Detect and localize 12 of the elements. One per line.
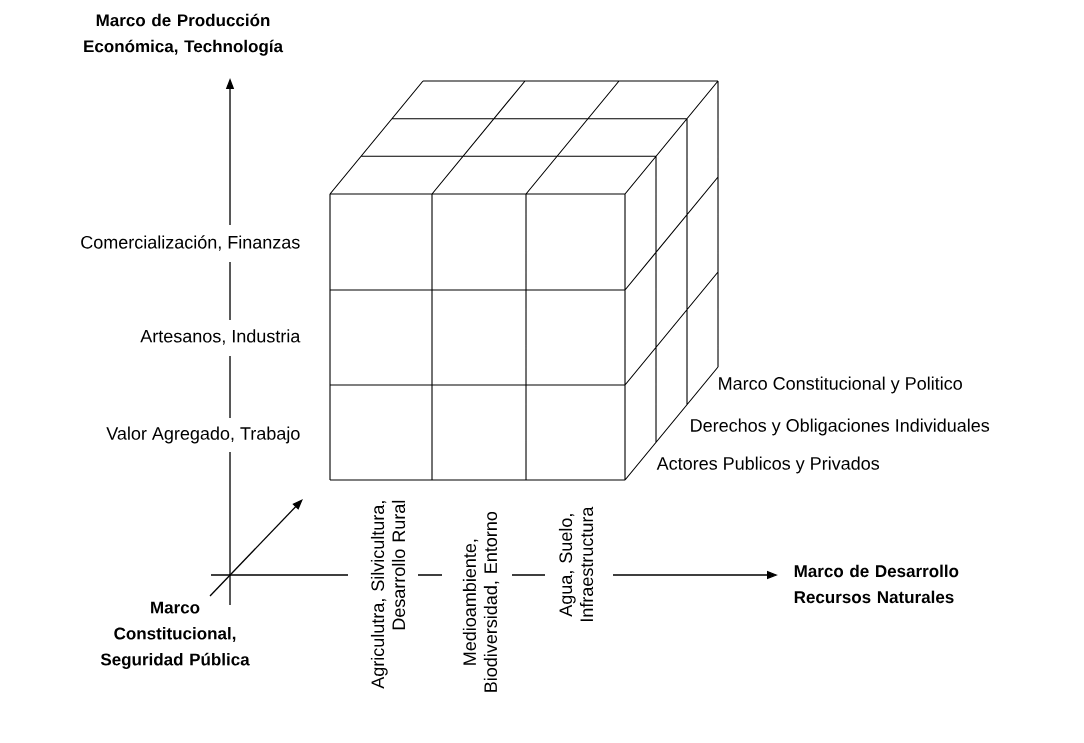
axis-title: Marco de Producción Económica, Technología: [84, 13, 284, 56]
axis-title: Marco Constitucional, Seguridad Pública: [100, 601, 250, 669]
layer-label: Marco Constitucional y Politico: [719, 376, 962, 394]
layer-label: Actores Publicos y Privados: [656, 456, 880, 474]
axis-tick-label: Comercialización, Finanzas: [81, 235, 300, 251]
axis-title: Marco de Desarrollo Recursos Naturales: [794, 564, 959, 604]
layer-label: Derechos y Obligaciones Individuales: [691, 418, 990, 436]
axis-tick-label: Artesanos, Industria: [140, 329, 301, 345]
axis-tick-label: Agriculutra, Silvicultura, Desarrollo Rural: [370, 500, 406, 689]
axis-tick-label: Medioambiente, Biodiversidad, Entorno: [462, 511, 500, 692]
axis-tick-label: Valor Agregado, Trabajo: [106, 426, 300, 444]
axis-tick-label: Agua, Suelo, Infraestructura: [558, 506, 594, 621]
